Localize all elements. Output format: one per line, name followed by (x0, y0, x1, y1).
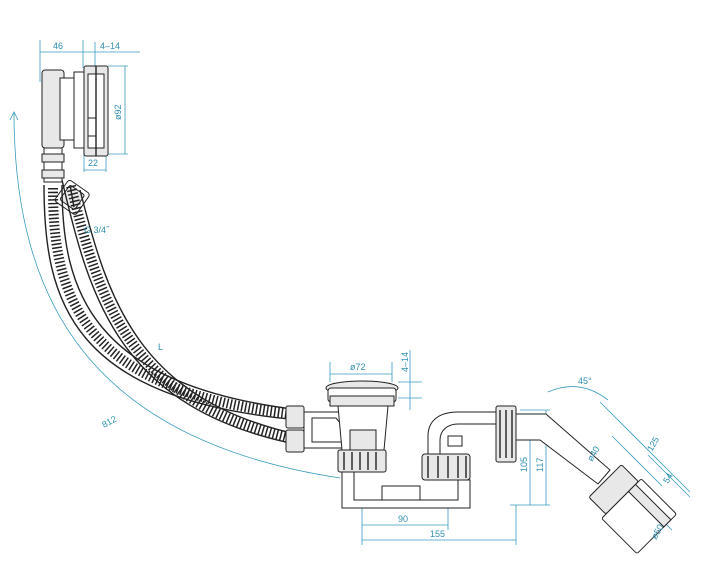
dim-wall-thickness-waste: 4–14 (400, 352, 410, 372)
label-arc-length: 812 (100, 414, 118, 430)
dim-outlet-offset-a: 90 (398, 514, 408, 524)
dim-outlet-width: 54 (661, 471, 675, 485)
dim-outlet-offset-b: 155 (430, 529, 445, 539)
dim-waste-diameter: ø72 (350, 362, 366, 372)
trap (341, 405, 611, 509)
corrugated-hoses (43, 179, 302, 446)
dimension-lines (9, 40, 691, 545)
waste-valve (285, 380, 399, 473)
dim-overflow-offset: 22 (88, 158, 98, 168)
dim-wall-thickness-top: 4–14 (100, 41, 120, 51)
dim-overflow-depth: 46 (53, 41, 63, 51)
dim-trap-height-a: 105 (519, 457, 529, 472)
dim-overflow-diameter: ø92 (113, 104, 123, 120)
label-thread: G 3/4˝ (84, 225, 110, 235)
dim-trap-height-b: 117 (535, 458, 545, 472)
dim-outlet-angle: 45° (578, 376, 592, 386)
label-hose-length: L (158, 342, 163, 352)
outlet-pipe (589, 464, 677, 554)
dim-outlet-length: 125 (645, 435, 661, 453)
overflow-unit (41, 65, 109, 215)
